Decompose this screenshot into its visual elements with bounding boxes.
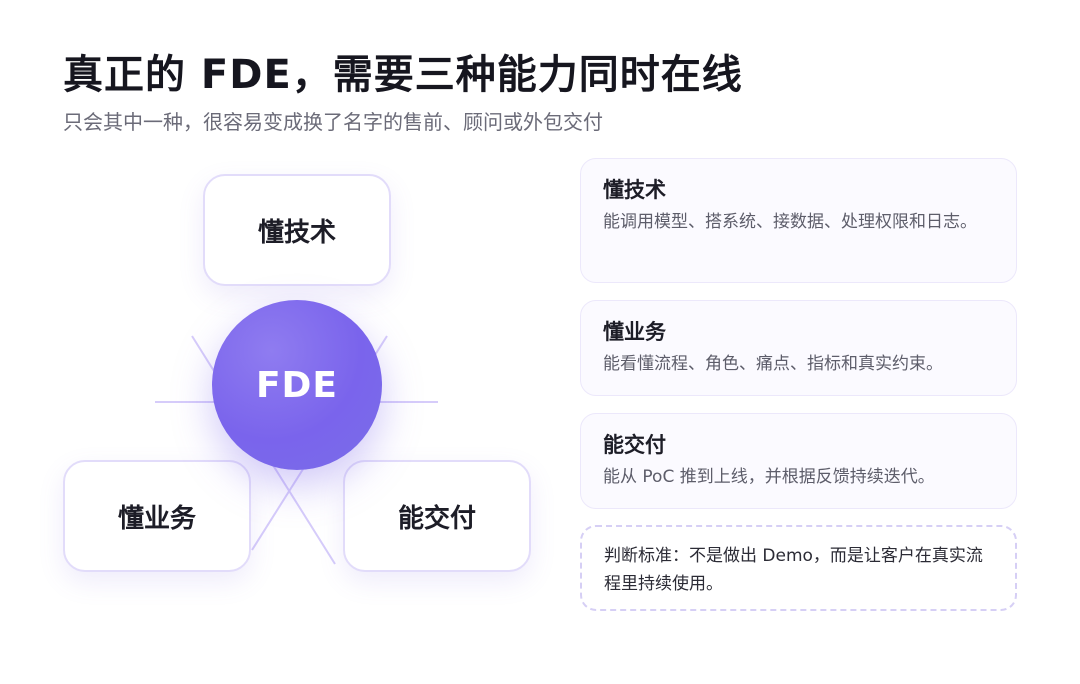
node-business: 懂业务	[63, 460, 251, 572]
fde-hub: FDE	[212, 300, 382, 470]
card-tech: 懂技术 能调用模型、搭系统、接数据、处理权限和日志。	[580, 158, 1017, 283]
card-business: 懂业务 能看懂流程、角色、痛点、指标和真实约束。	[580, 300, 1017, 396]
node-tech: 懂技术	[203, 174, 391, 286]
card-delivery: 能交付 能从 PoC 推到上线，并根据反馈持续迭代。	[580, 413, 1017, 509]
criteria-note: 判断标准：不是做出 Demo，而是让客户在真实流程里持续使用。	[580, 525, 1017, 611]
card-desc: 能从 PoC 推到上线，并根据反馈持续迭代。	[603, 467, 935, 487]
page-subtitle: 只会其中一种，很容易变成换了名字的售前、顾问或外包交付	[63, 110, 603, 134]
card-title: 能交付	[603, 433, 666, 457]
capability-diagram: 懂技术 懂业务 能交付 FDE	[0, 150, 560, 630]
card-title: 懂技术	[603, 178, 666, 202]
node-delivery: 能交付	[343, 460, 531, 572]
card-title: 懂业务	[603, 320, 666, 344]
card-desc: 能调用模型、搭系统、接数据、处理权限和日志。	[603, 212, 977, 232]
card-desc: 能看懂流程、角色、痛点、指标和真实约束。	[603, 354, 943, 374]
page-title: 真正的 FDE，需要三种能力同时在线	[63, 52, 743, 98]
